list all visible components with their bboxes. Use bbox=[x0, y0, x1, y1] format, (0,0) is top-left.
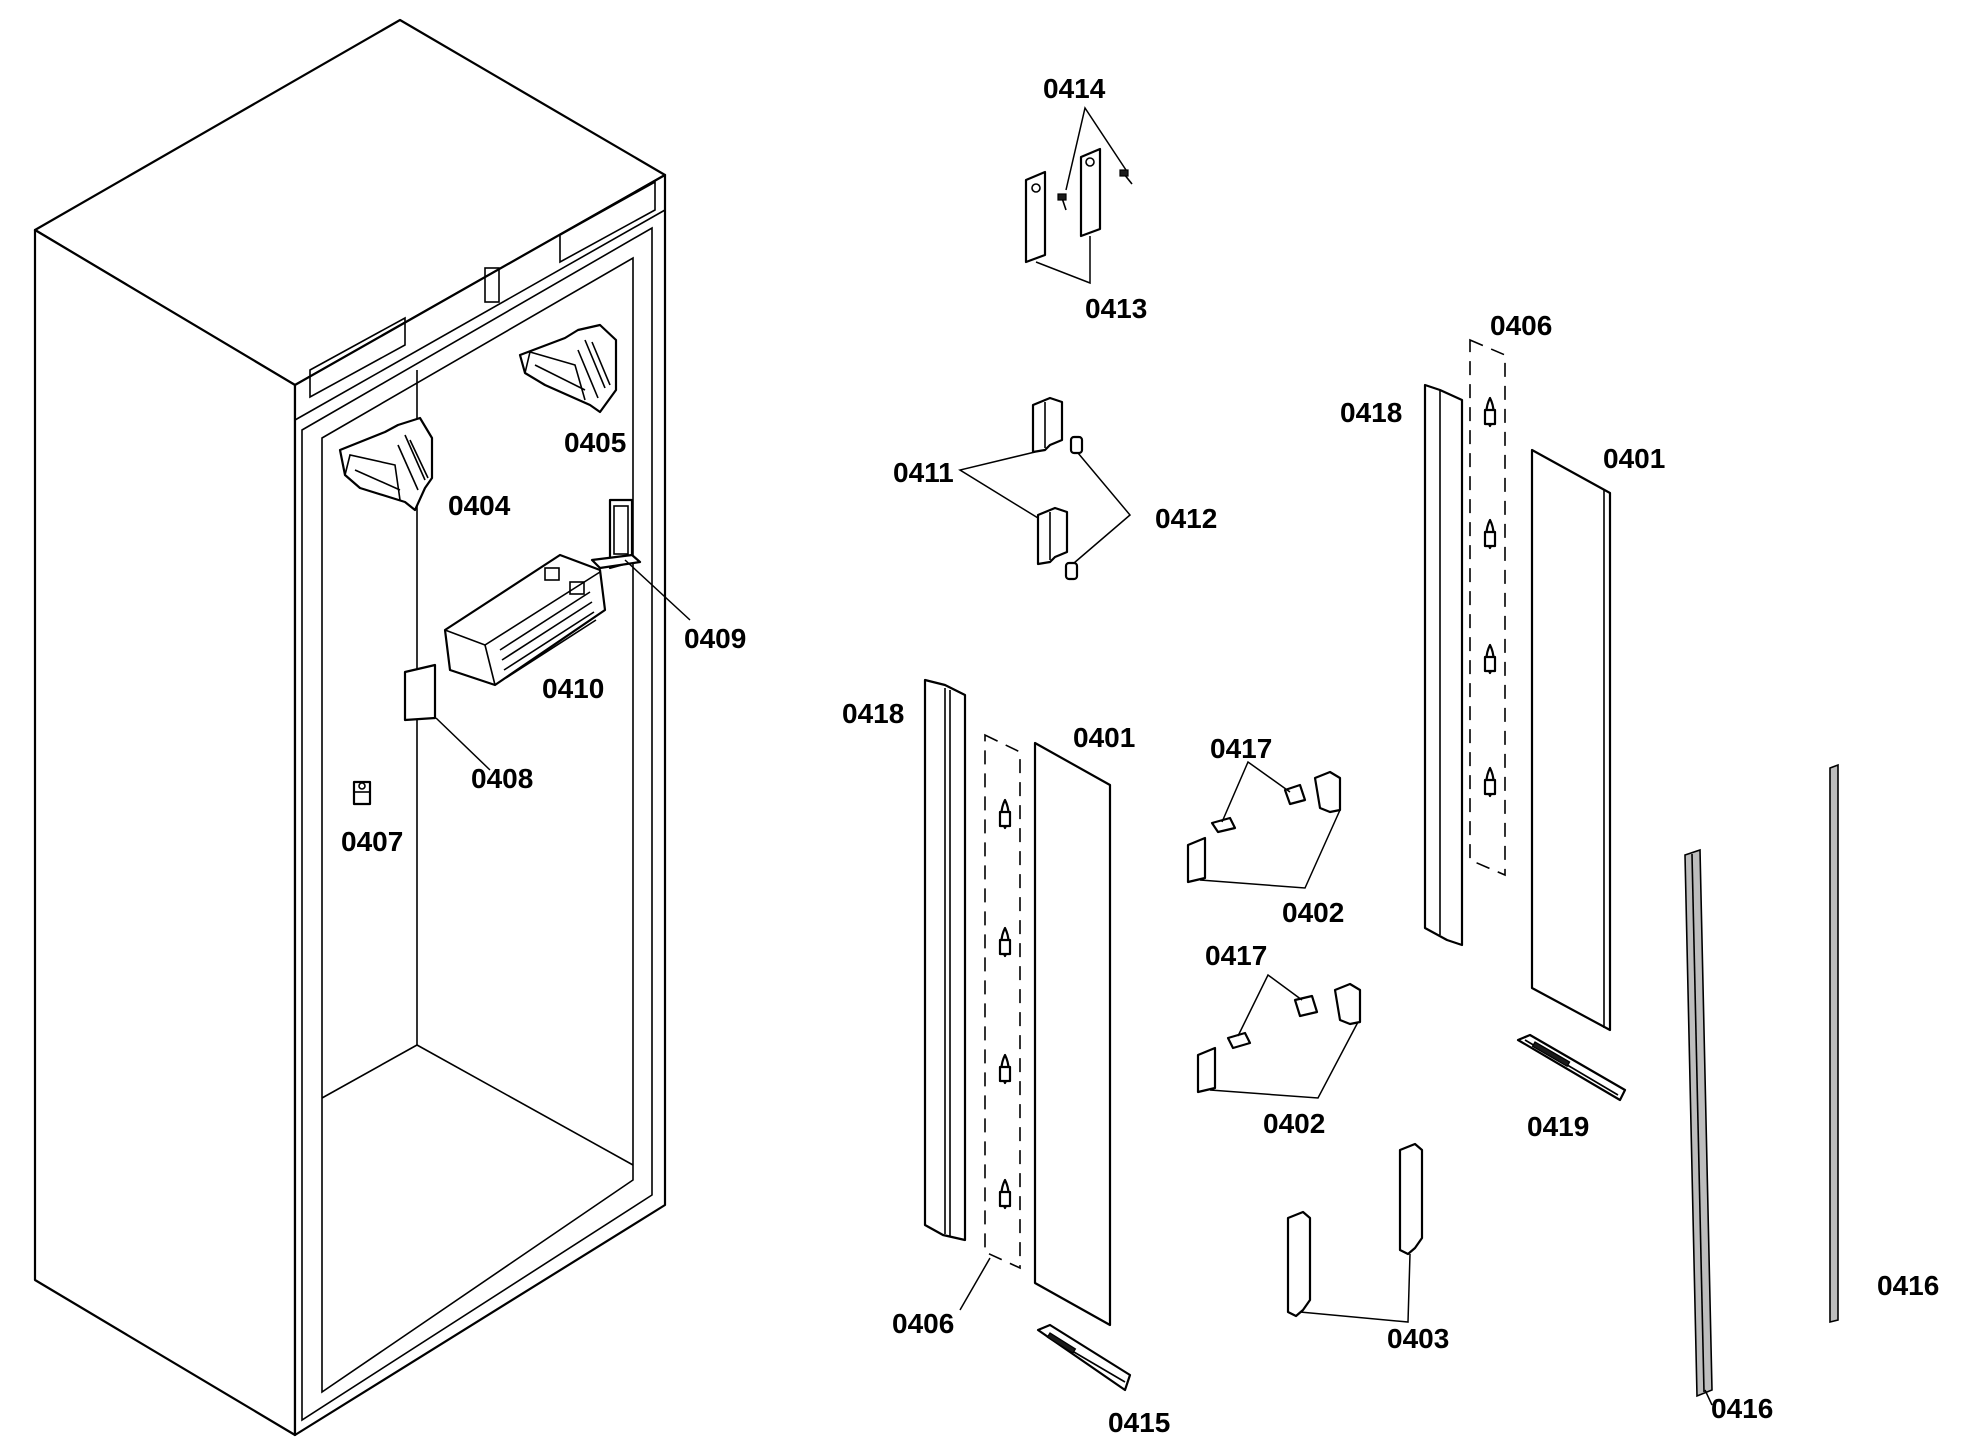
callout-0404: 0404 bbox=[448, 490, 511, 521]
callout-0414: 0414 bbox=[1043, 73, 1106, 104]
refrigerator-cabinet bbox=[33, 18, 667, 1437]
part-0403-mount-bracket bbox=[1286, 1142, 1424, 1318]
leader-0414 bbox=[1065, 106, 1127, 191]
callout-0410: 0410 bbox=[542, 673, 604, 704]
callout-0417-upper: 0417 bbox=[1210, 733, 1272, 764]
callout-0409: 0409 bbox=[684, 623, 746, 654]
part-0410-control-housing bbox=[443, 553, 607, 687]
callout-0408: 0408 bbox=[471, 763, 533, 794]
callout-0418-right: 0418 bbox=[1340, 397, 1402, 428]
part-0411-hinge-bracket bbox=[1031, 396, 1069, 566]
leader-0409 bbox=[624, 559, 691, 621]
callout-0403: 0403 bbox=[1387, 1323, 1449, 1354]
part-0409-light-switch bbox=[590, 498, 642, 570]
callout-0413: 0413 bbox=[1085, 293, 1147, 324]
part-0413-hinge-plate bbox=[1024, 147, 1102, 264]
part-0402-bracket-lower bbox=[1196, 982, 1362, 1094]
part-0416-strip-right bbox=[1829, 763, 1839, 1324]
callout-0402-upper: 0402 bbox=[1282, 897, 1344, 928]
part-0414-screws bbox=[1057, 169, 1133, 211]
callout-0417-lower: 0417 bbox=[1205, 940, 1267, 971]
leader-0411 bbox=[958, 451, 1039, 519]
callout-0407: 0407 bbox=[341, 826, 403, 857]
leader-0402-lower bbox=[1209, 1021, 1359, 1099]
callout-0415: 0415 bbox=[1108, 1407, 1170, 1438]
callout-0416-right: 0416 bbox=[1877, 1270, 1939, 1301]
part-0405-shelf-bracket bbox=[518, 323, 618, 414]
part-0406-hanger-strip-left bbox=[984, 733, 1021, 1270]
part-0417-pad-upper bbox=[1210, 783, 1307, 834]
part-0415-hinge-rail bbox=[1036, 1323, 1132, 1392]
part-0417-pad-lower bbox=[1226, 994, 1319, 1050]
callout-0412: 0412 bbox=[1155, 503, 1217, 534]
leader-0412 bbox=[1073, 452, 1132, 564]
callout-0406-right: 0406 bbox=[1490, 310, 1552, 341]
leader-0408 bbox=[435, 717, 491, 771]
part-0401-door-panel-left bbox=[1033, 741, 1112, 1327]
part-0401-door-panel-right bbox=[1530, 448, 1612, 1032]
part-0406-hanger-strip-right bbox=[1469, 338, 1506, 877]
leader-0413 bbox=[1035, 236, 1091, 285]
callout-0401-right: 0401 bbox=[1603, 443, 1665, 474]
part-0412-spacer bbox=[1064, 435, 1084, 581]
callout-0401-left: 0401 bbox=[1073, 722, 1135, 753]
part-0418-door-trim-right bbox=[1423, 383, 1464, 947]
callout-0418-left: 0418 bbox=[842, 698, 904, 729]
callout-0402-lower: 0402 bbox=[1263, 1108, 1325, 1139]
callout-0416-middle: 0416 bbox=[1711, 1393, 1773, 1424]
leader-0406-left bbox=[959, 1257, 991, 1311]
part-0404-shelf-bracket bbox=[338, 416, 434, 512]
leader-0417-upper bbox=[1221, 760, 1291, 823]
leader-0416-middle bbox=[1704, 1389, 1713, 1406]
part-0419-hinge-rail bbox=[1516, 1033, 1627, 1102]
part-0418-door-trim-left bbox=[923, 678, 967, 1242]
callout-0419: 0419 bbox=[1527, 1111, 1589, 1142]
callout-0411: 0411 bbox=[893, 457, 954, 488]
part-0408-label-card bbox=[403, 663, 437, 722]
callout-0405: 0405 bbox=[564, 427, 626, 458]
leader-0402-upper bbox=[1199, 809, 1341, 889]
leader-0417-lower bbox=[1237, 973, 1303, 1037]
part-0407-clip bbox=[352, 780, 372, 806]
part-0402-bracket-upper bbox=[1186, 770, 1342, 884]
part-0416-strip-middle bbox=[1684, 848, 1713, 1398]
callout-0406-left: 0406 bbox=[892, 1308, 954, 1339]
leader-0403 bbox=[1299, 1253, 1411, 1323]
